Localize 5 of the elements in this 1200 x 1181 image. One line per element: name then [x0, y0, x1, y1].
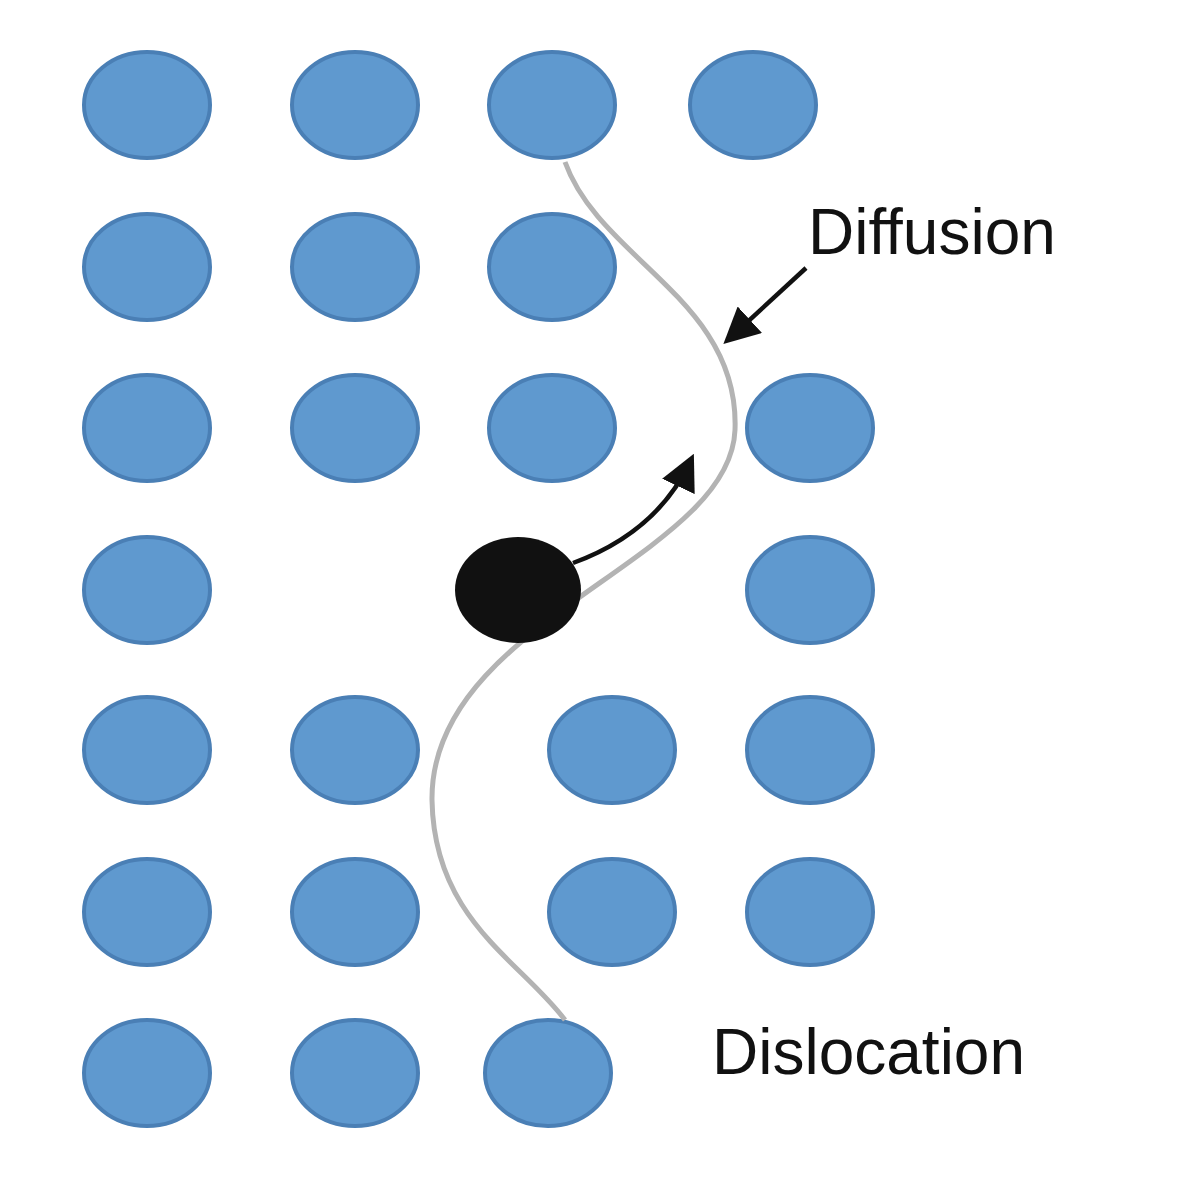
dislocation-line: [429, 160, 738, 1022]
diffusion-label: Diffusion: [808, 200, 1056, 264]
arrow: [572, 454, 695, 566]
dislocation-label: Dislocation: [712, 1020, 1026, 1084]
arrow: [723, 266, 808, 345]
